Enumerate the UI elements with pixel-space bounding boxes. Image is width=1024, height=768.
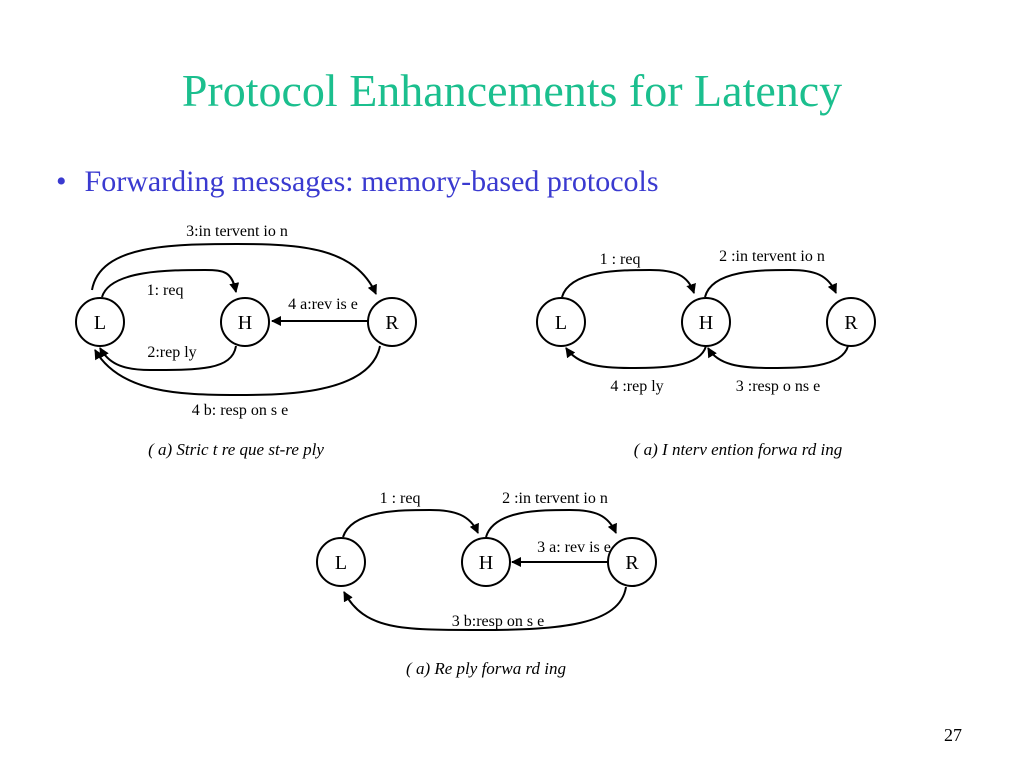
edge-1-req (342, 508, 479, 538)
svg-text:H: H (479, 552, 493, 574)
diagram-caption: ( a) Stric t re que st-re ply (148, 440, 324, 459)
node-h: H (220, 297, 270, 347)
node-h: H (461, 537, 511, 587)
node-r: R (826, 297, 876, 347)
edge-label: 2:rep ly (147, 344, 196, 361)
bullet-text: Forwarding messages: memory-based protoc… (84, 165, 659, 198)
slide-title: Protocol Enhancements for Latency (181, 65, 843, 116)
edge-label: 1: req (147, 282, 184, 299)
page-number: 27 (944, 725, 962, 745)
svg-text:R: R (385, 312, 399, 334)
edge-label: 2 :in tervent io n (719, 248, 825, 265)
edge-1-req (101, 268, 240, 298)
svg-text:L: L (94, 312, 106, 334)
diagram-intervention-forwarding: L H R 1 : req 2 :in tervent io n 4 :rep … (536, 248, 876, 459)
svg-text:R: R (625, 552, 639, 574)
node-l: L (316, 537, 366, 587)
edge-3b-response (343, 586, 627, 632)
edge-4b-response (94, 345, 381, 397)
edge-label: 4 a:rev is e (288, 296, 358, 313)
node-h: H (681, 297, 731, 347)
bullet-marker: • (56, 165, 67, 198)
node-r: R (607, 537, 657, 587)
svg-text:R: R (844, 312, 858, 334)
edge-4-reply (565, 345, 707, 370)
edge-2-reply (99, 345, 237, 372)
diagram-strict-request-reply: L H R 3:in tervent io n 1: req 4 a:rev i… (75, 223, 417, 459)
svg-text:L: L (335, 552, 347, 574)
node-l: L (75, 297, 125, 347)
edge-3-response (707, 345, 849, 370)
edge-label: 4 :rep ly (610, 378, 663, 395)
edge-label: 3:in tervent io n (186, 223, 288, 240)
edge-3-intervention (91, 242, 377, 295)
edge-label: 2 :in tervent io n (502, 490, 608, 507)
edge-2-intervention (485, 508, 617, 538)
svg-text:H: H (699, 312, 713, 334)
edge-label: 1 : req (600, 251, 641, 268)
edge-label: 3 b:resp on s e (452, 613, 544, 630)
node-l: L (536, 297, 586, 347)
edge-label: 3 :resp o ns e (736, 378, 820, 395)
node-r: R (367, 297, 417, 347)
edge-1-req (561, 268, 696, 298)
edge-2-intervention (704, 268, 837, 298)
bullet-item: • Forwarding messages: memory-based proto… (56, 165, 659, 199)
edge-label: 4 b: resp on s e (192, 402, 288, 419)
diagram-reply-forwarding: L H R 1 : req 2 :in tervent io n 3 a: re… (316, 490, 657, 678)
diagram-caption: ( a) I nterv ention forwa rd ing (634, 440, 843, 459)
edge-label: 1 : req (380, 490, 421, 507)
svg-text:H: H (238, 312, 252, 334)
edge-label: 3 a: rev is e (537, 539, 611, 556)
svg-text:L: L (555, 312, 567, 334)
diagram-caption: ( a) Re ply forwa rd ing (406, 659, 566, 678)
